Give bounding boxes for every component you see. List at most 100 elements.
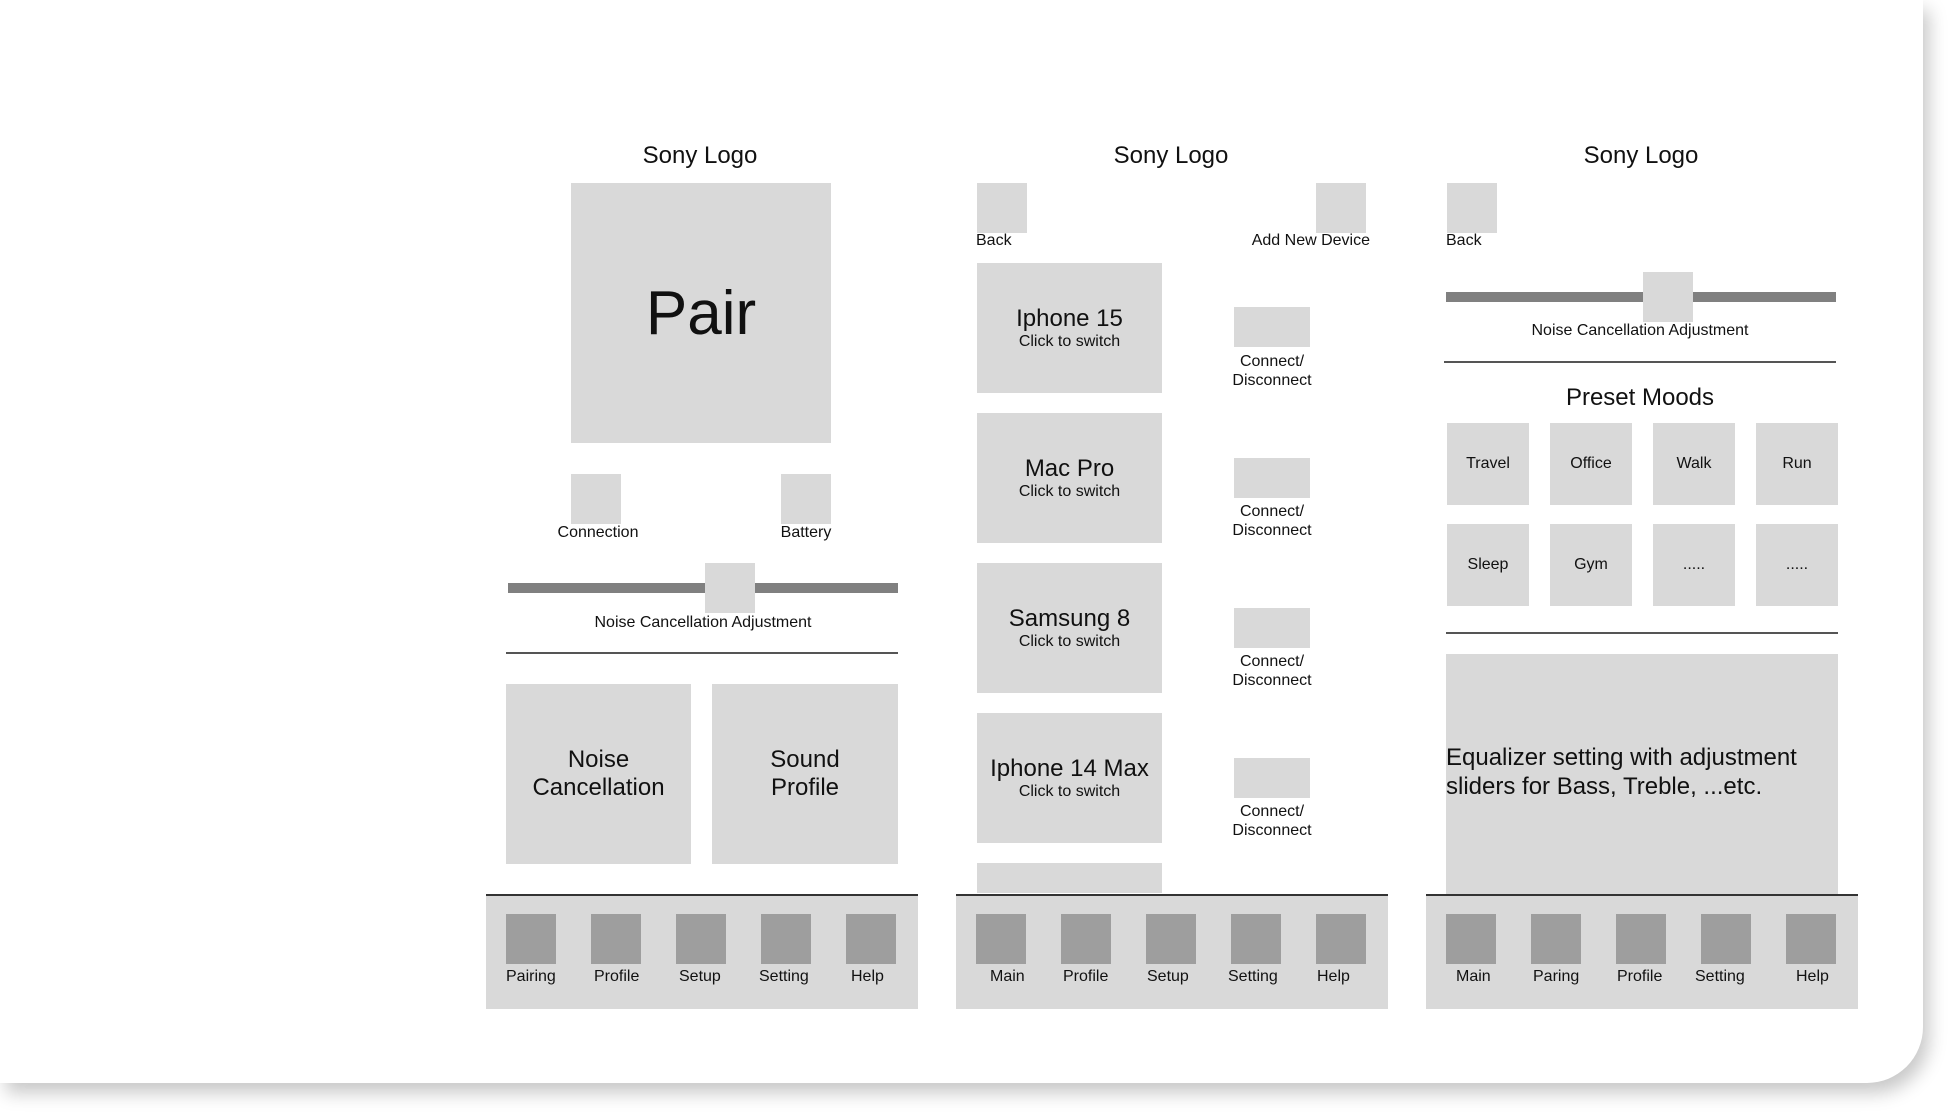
nav-label: Help [1796, 968, 1829, 985]
mood-label: Office [1570, 455, 1612, 472]
tile-line1: Noise [567, 746, 630, 773]
device-hint: Click to switch [1018, 633, 1121, 650]
device-card-samsung-8[interactable]: Samsung 8 Click to switch [977, 563, 1162, 693]
nav-setting-icon [1701, 914, 1751, 964]
noise-cancellation-label: Noise Cancellation Adjustment [594, 614, 812, 631]
nav-label: Setup [679, 968, 721, 985]
add-device-label: Add New Device [1251, 232, 1370, 249]
device-card-iphone-14-max[interactable]: Iphone 14 Max Click to switch [977, 713, 1162, 843]
nav-setup-icon [1146, 914, 1196, 964]
add-device-button[interactable] [1316, 183, 1366, 233]
device-name: Samsung 8 [1008, 605, 1131, 632]
connect-label: Connect/ Disconnect [1232, 803, 1312, 839]
device-name: Iphone 15 [1016, 305, 1123, 332]
battery-icon[interactable] [781, 474, 831, 524]
pair-button[interactable]: Pair [571, 183, 831, 443]
bottom-nav: Main Paring Profile Setting Help [1426, 894, 1858, 1009]
nav-label: Setting [759, 968, 809, 985]
connect-label: Connect/ Disconnect [1232, 503, 1312, 539]
connection-label: Connection [557, 524, 639, 541]
bottom-nav: Main Profile Setup Setting Help [956, 894, 1388, 1009]
connect-label: Connect/ Disconnect [1232, 653, 1312, 689]
equalizer-panel[interactable]: Equalizer setting with adjustment slider… [1446, 654, 1838, 894]
back-button[interactable] [977, 183, 1027, 233]
mood-travel[interactable]: Travel [1447, 423, 1529, 505]
noise-cancellation-label: Noise Cancellation Adjustment [1531, 322, 1749, 339]
noise-cancellation-slider-track[interactable] [1446, 292, 1836, 302]
sound-profile-tile[interactable]: Sound Profile [712, 684, 898, 864]
back-label: Back [976, 232, 1012, 249]
mood-label: ..... [1682, 556, 1706, 573]
nav-label: Pairing [506, 968, 556, 985]
battery-label: Battery [780, 524, 832, 541]
divider [506, 652, 898, 654]
nav-pairing-icon [506, 914, 556, 964]
nav-label: Setting [1695, 968, 1745, 985]
nav-label: Setting [1228, 968, 1278, 985]
nav-label: Profile [1063, 968, 1109, 985]
nav-help-icon [1786, 914, 1836, 964]
nav-label: Help [1317, 968, 1350, 985]
nav-label: Main [990, 968, 1025, 985]
preset-moods-title: Preset Moods [1565, 384, 1715, 411]
noise-cancellation-slider-track[interactable] [508, 583, 898, 593]
nav-label: Profile [1617, 968, 1663, 985]
nav-label: Setup [1147, 968, 1189, 985]
nav-label: Main [1456, 968, 1491, 985]
sony-logo: Sony Logo [1583, 142, 1699, 169]
device-card-mac-pro[interactable]: Mac Pro Click to switch [977, 413, 1162, 543]
mood-label: Travel [1466, 455, 1510, 472]
device-name: Mac Pro [1024, 455, 1115, 482]
divider [1444, 361, 1836, 363]
tile-line2: Profile [770, 774, 840, 801]
connect-toggle[interactable] [1234, 608, 1310, 648]
mood-label: Run [1782, 455, 1812, 472]
device-card-iphone-15[interactable]: Iphone 15 Click to switch [977, 263, 1162, 393]
connect-toggle[interactable] [1234, 758, 1310, 798]
nav-profile-icon [1061, 914, 1111, 964]
nav-profile-icon [591, 914, 641, 964]
noise-cancellation-slider-thumb[interactable] [705, 563, 756, 613]
nav-setting-icon [1231, 914, 1281, 964]
noise-cancellation-slider-thumb[interactable] [1643, 272, 1694, 322]
mood-label: Sleep [1467, 556, 1509, 573]
mood-more-1[interactable]: ..... [1653, 524, 1735, 606]
equalizer-description: Equalizer setting with adjustment slider… [1446, 744, 1797, 800]
device-hint: Click to switch [1018, 783, 1121, 800]
device-hint: Click to switch [1018, 333, 1121, 350]
bottom-nav: Pairing Profile Setup Setting Help [486, 894, 918, 1009]
back-button[interactable] [1447, 183, 1497, 233]
tile-line2: Cancellation [532, 774, 665, 801]
device-hint: Click to switch [1018, 483, 1121, 500]
tile-line1: Sound [770, 746, 840, 773]
device-card-partial[interactable] [977, 863, 1162, 893]
nav-main-icon [976, 914, 1026, 964]
mood-walk[interactable]: Walk [1653, 423, 1735, 505]
nav-label: Paring [1533, 968, 1580, 985]
device-name: Iphone 14 Max [990, 755, 1149, 782]
sony-logo: Sony Logo [642, 142, 758, 169]
noise-cancellation-tile[interactable]: Noise Cancellation [506, 684, 691, 864]
back-label: Back [1446, 232, 1482, 249]
sony-logo: Sony Logo [1113, 142, 1229, 169]
mood-office[interactable]: Office [1550, 423, 1632, 505]
mood-sleep[interactable]: Sleep [1447, 524, 1529, 606]
connect-toggle[interactable] [1234, 458, 1310, 498]
nav-paring-icon [1531, 914, 1581, 964]
connection-icon[interactable] [571, 474, 621, 524]
mood-run[interactable]: Run [1756, 423, 1838, 505]
canvas-card: Sony Logo Pair Connection Battery Noise … [486, 142, 1858, 1009]
nav-setting-icon [761, 914, 811, 964]
nav-profile-icon [1616, 914, 1666, 964]
mood-more-2[interactable]: ..... [1756, 524, 1838, 606]
pair-label: Pair [645, 278, 757, 348]
mood-label: Walk [1676, 455, 1712, 472]
nav-label: Help [851, 968, 884, 985]
mood-label: Gym [1574, 556, 1608, 573]
mood-label: ..... [1785, 556, 1809, 573]
connect-toggle[interactable] [1234, 307, 1310, 347]
nav-setup-icon [676, 914, 726, 964]
nav-main-icon [1446, 914, 1496, 964]
mood-gym[interactable]: Gym [1550, 524, 1632, 606]
divider [1446, 632, 1838, 634]
